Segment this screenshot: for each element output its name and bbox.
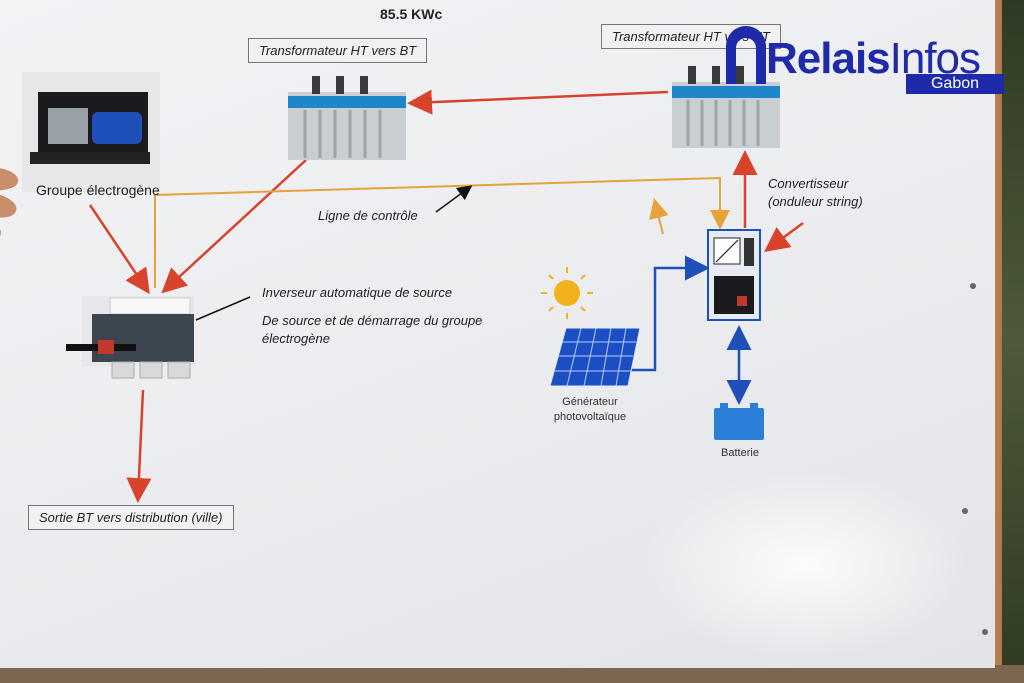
pin	[962, 508, 968, 514]
generator-icon	[22, 72, 160, 192]
generator-label: Groupe électrogène	[36, 182, 160, 198]
diagram-banner: 85.5 KWc Transformateur HT vers BT Trans…	[0, 0, 995, 668]
output-label: Sortie BT vers distribution (ville)	[28, 505, 234, 530]
power-rating: 85.5 KWc	[380, 6, 443, 22]
pin	[970, 283, 976, 289]
relaisinfos-logo: RelaisInfos Gabon	[720, 16, 1010, 96]
control-line-label: Ligne de contrôle	[318, 208, 418, 223]
control-line-small-arrow	[649, 198, 669, 235]
logo-emblem-icon	[726, 26, 766, 84]
pv-to-inverter-line	[630, 255, 710, 372]
connection-lines	[22, 66, 988, 635]
ats-label-line1: Inverseur automatique de source	[262, 285, 453, 300]
transformer-left-icon	[288, 76, 406, 160]
pin	[982, 629, 988, 635]
arrow-generator-to-ats	[88, 204, 150, 295]
hand	[0, 168, 19, 236]
ats-label-line2: De source et de démarrage du groupe	[262, 313, 483, 328]
light-glare	[640, 470, 970, 660]
arrow-transformer-to-ats	[161, 159, 307, 294]
converter-label-line2: (onduleur string)	[768, 194, 863, 209]
pointer-control-line	[435, 185, 473, 213]
pointer-ats	[195, 296, 251, 321]
arrow-ats-to-output	[126, 389, 152, 503]
battery-icon	[714, 403, 764, 440]
pv-label-line2: photovoltaïque	[553, 411, 627, 423]
ground	[0, 665, 1024, 683]
tree-background	[1002, 0, 1024, 683]
logo-subtitle: Gabon	[906, 74, 1004, 94]
pv-label-line1: Générateur	[562, 396, 618, 408]
transformer-right-icon	[672, 66, 780, 148]
inverter-icon	[707, 229, 761, 321]
solar-panel-icon	[549, 327, 641, 387]
control-line	[154, 176, 730, 288]
sun-icon	[541, 267, 593, 319]
arrow-right-transformer-to-left-transformer	[407, 89, 669, 115]
converter-label-line1: Convertisseur	[768, 176, 849, 191]
battery-label: Batterie	[721, 447, 759, 459]
ats-label-line3: électrogène	[262, 331, 330, 346]
automatic-transfer-switch-icon	[66, 296, 194, 379]
arrow-converter-pointer	[763, 221, 804, 252]
transformer-left-label: Transformateur HT vers BT	[248, 38, 428, 63]
